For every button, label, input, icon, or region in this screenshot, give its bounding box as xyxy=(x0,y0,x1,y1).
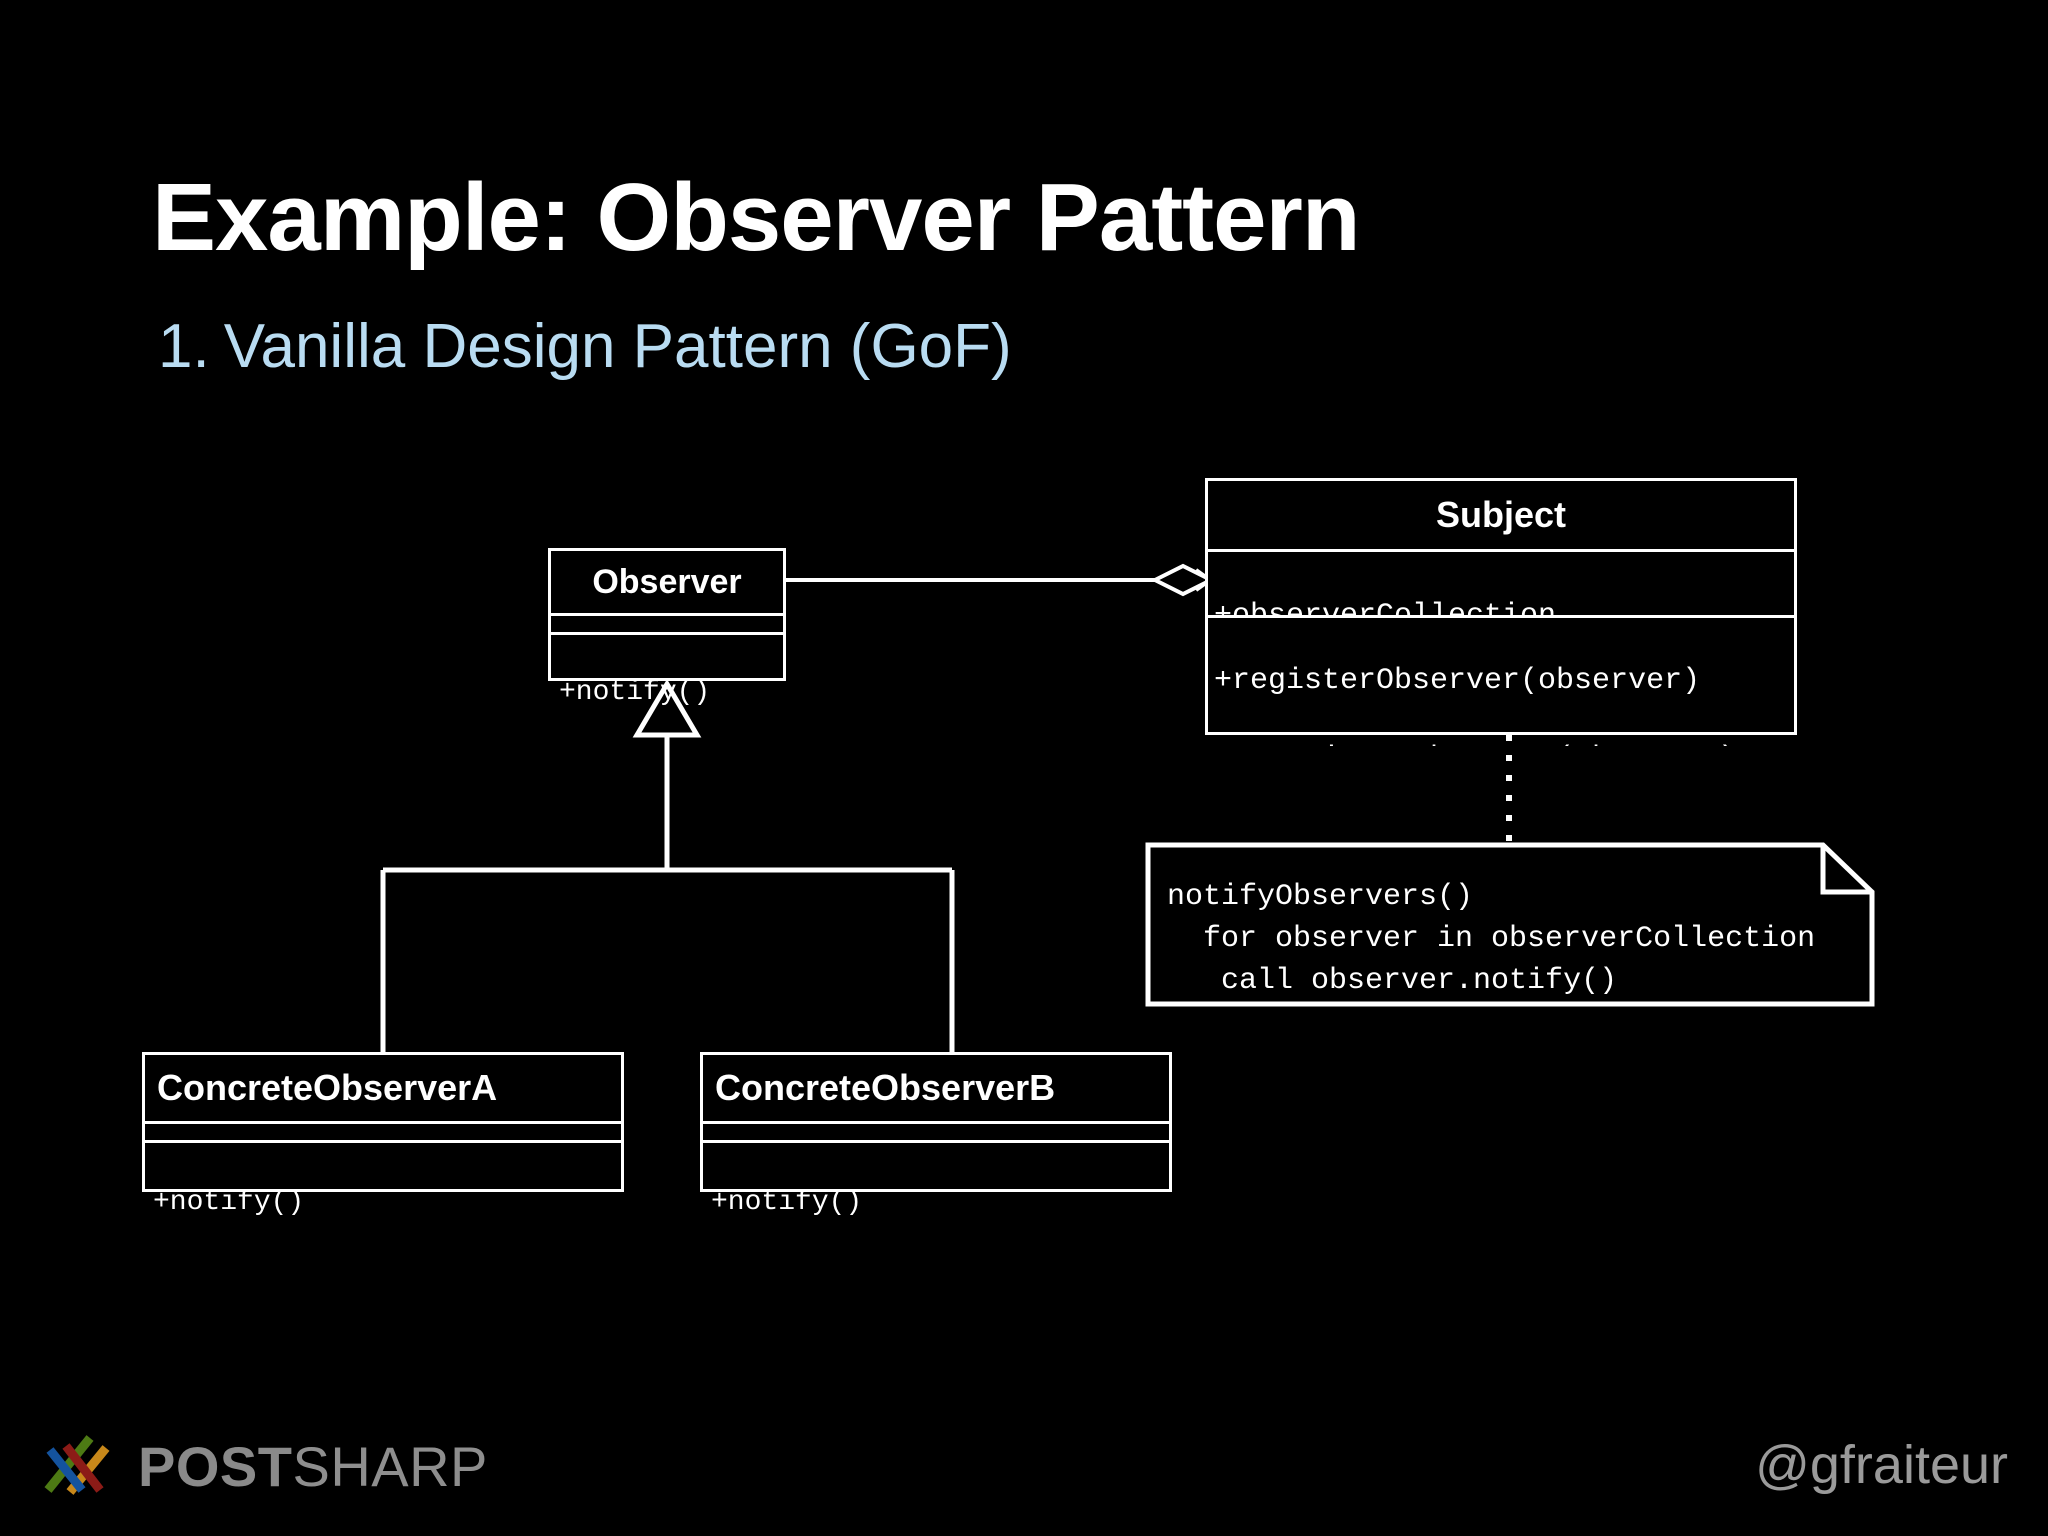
uml-operations-compartment: +notify() xyxy=(703,1140,1169,1263)
uml-operations-compartment: +notify() xyxy=(551,632,783,751)
logo-sharp-text: SHARP xyxy=(292,1434,488,1498)
page-title: Example: Observer Pattern xyxy=(152,164,1361,271)
logo-post-text: POST xyxy=(138,1434,293,1498)
aggregation-connector xyxy=(786,563,1216,597)
uml-note[interactable]: notifyObservers() for observer in observ… xyxy=(1145,842,1875,1007)
uml-operations-compartment: +registerObserver(observer) +unregisterO… xyxy=(1208,615,1794,746)
note-fold-icon xyxy=(1820,845,1872,895)
note-line: notifyObservers() xyxy=(1167,880,1474,914)
uml-operation: +registerObserver(observer) xyxy=(1214,664,1701,698)
uml-class-concrete-observer-b[interactable]: ConcreteObserverB +notify() xyxy=(700,1052,1172,1218)
uml-operation: +notify() xyxy=(711,1187,863,1218)
postsharp-logo: POSTSHARP xyxy=(40,1428,488,1504)
uml-class-name: ConcreteObserverB xyxy=(715,1067,1056,1108)
note-line: call observer.notify() xyxy=(1167,964,1618,998)
note-line: for observer in observerCollection xyxy=(1167,922,1816,956)
uml-class-subject[interactable]: Subject +observerCollection +registerObs… xyxy=(1205,478,1797,746)
uml-attribute: +observerCollection xyxy=(1208,595,1794,615)
note-shape xyxy=(1145,842,1875,1007)
author-handle: @gfraiteur xyxy=(1755,1435,2008,1495)
uml-operation: +unregisterObserver(observer) xyxy=(1208,738,1794,746)
uml-attributes-compartment xyxy=(703,1121,1169,1140)
subtitle-text: Vanilla Design Pattern (GoF) xyxy=(223,312,1012,381)
uml-attributes-compartment xyxy=(145,1121,621,1140)
uml-operation: +notify() xyxy=(153,1187,305,1218)
uml-class-name: ConcreteObserverA xyxy=(157,1067,498,1108)
uml-attributes-compartment xyxy=(551,613,783,632)
postsharp-wordmark: POSTSHARP xyxy=(138,1434,488,1499)
uml-operation: +notify() xyxy=(559,677,711,708)
postsharp-logo-icon xyxy=(44,1435,110,1495)
uml-operations-compartment: +notify() xyxy=(145,1140,621,1263)
subtitle-number: 1. xyxy=(158,312,210,381)
uml-attributes-compartment: +observerCollection xyxy=(1208,549,1794,615)
aggregation-diamond-icon xyxy=(1150,563,1216,597)
uml-class-name: Subject xyxy=(1435,494,1567,535)
uml-class-concrete-observer-a[interactable]: ConcreteObserverA +notify() xyxy=(142,1052,624,1218)
uml-class-observer[interactable]: Observer +notify() xyxy=(548,548,786,708)
uml-class-name: Observer xyxy=(592,563,742,601)
subtitle-line: 1. Vanilla Design Pattern (GoF) xyxy=(158,316,1012,378)
